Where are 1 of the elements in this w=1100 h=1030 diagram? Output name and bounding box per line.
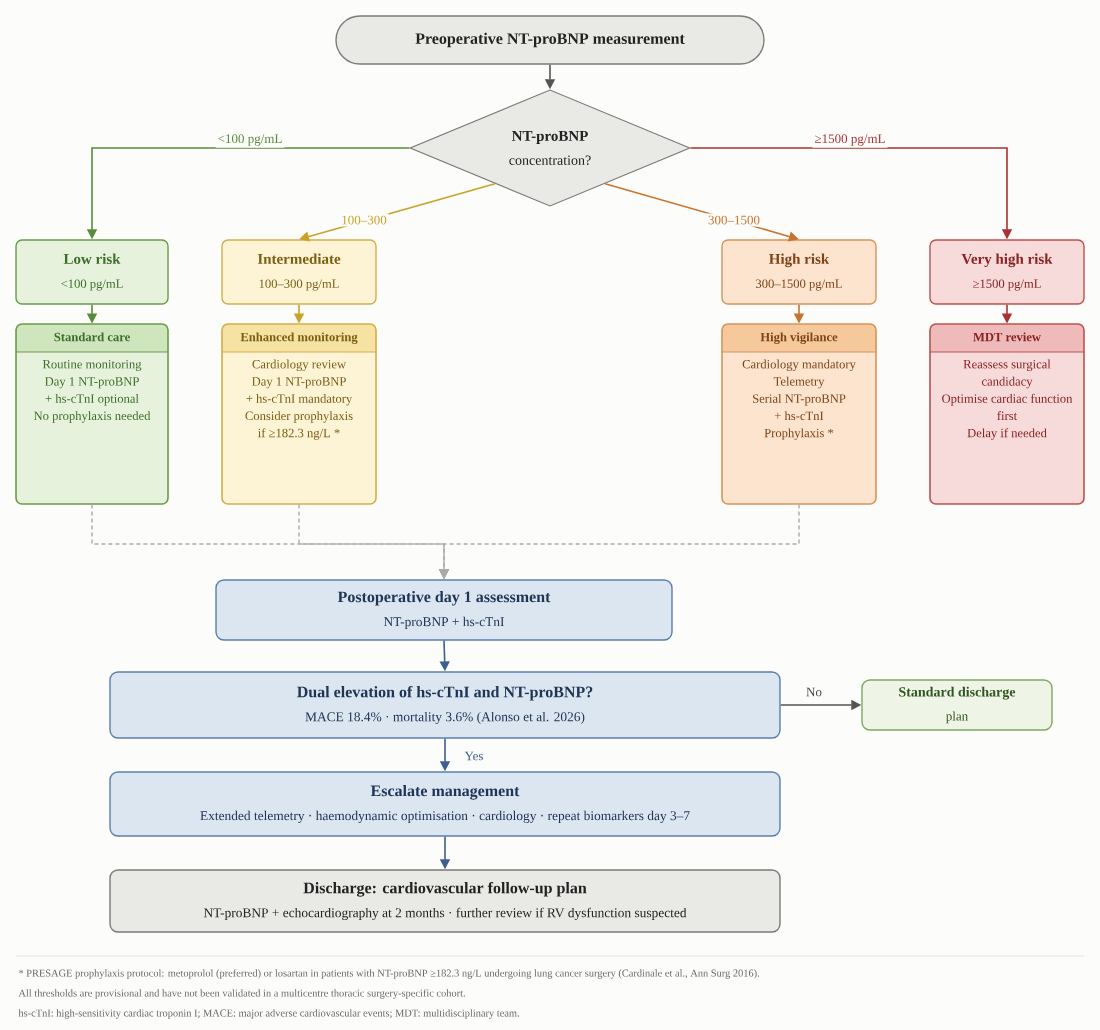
start-terminal: Preoperative NT-proBNP measurement bbox=[335, 15, 765, 65]
